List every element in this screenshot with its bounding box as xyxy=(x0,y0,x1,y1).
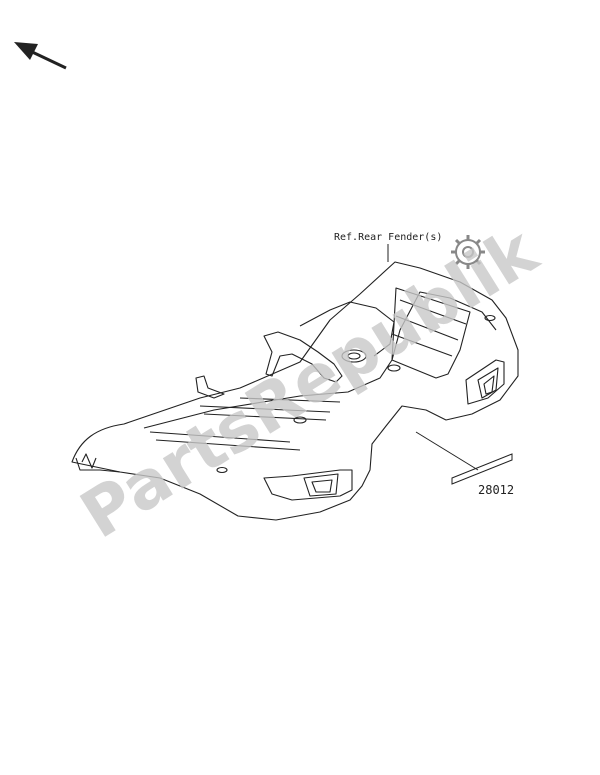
part-leader-line xyxy=(415,431,479,471)
decal-part-28012 xyxy=(451,453,513,485)
reference-label: Ref.Rear Fender(s) xyxy=(334,232,442,243)
gear-icon xyxy=(451,235,485,269)
watermark: PartsRepublik xyxy=(68,211,552,553)
direction-arrow-icon xyxy=(14,42,67,70)
part-number-label: 28012 xyxy=(478,483,514,497)
rear-carrier-drawing xyxy=(71,261,519,521)
